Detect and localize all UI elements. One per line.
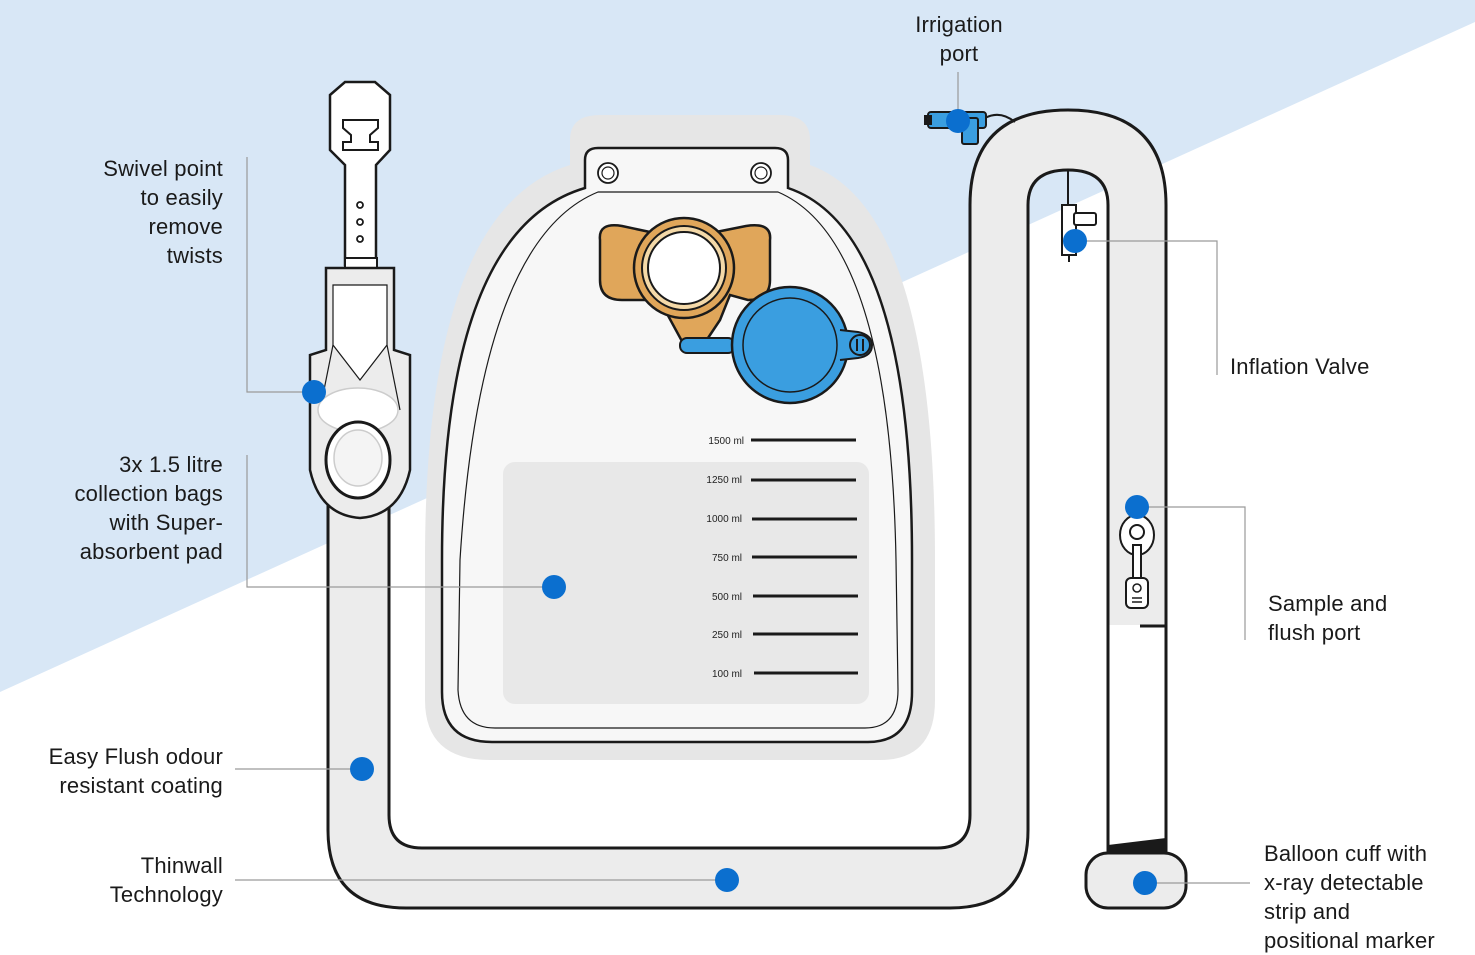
- marker-balloon: [1133, 871, 1157, 895]
- label-line: resistant coating: [59, 773, 223, 798]
- label-line: Thinwall: [140, 853, 223, 878]
- marker-sample: [1125, 495, 1149, 519]
- label-balloon-cuff: Balloon cuff with x-ray detectable strip…: [1264, 839, 1474, 955]
- label-line: port: [939, 41, 979, 66]
- label-collection-bags: 3x 1.5 litre collection bags with Super-…: [20, 450, 223, 566]
- label-easy-flush: Easy Flush odour resistant coating: [8, 742, 223, 800]
- label-thinwall: Thinwall Technology: [40, 851, 223, 909]
- label-inflation-valve: Inflation Valve: [1230, 352, 1450, 381]
- leader-inflation: [1075, 240, 1218, 375]
- leader-bags: [246, 455, 554, 588]
- graduation-label: 1500 ml: [708, 436, 744, 447]
- marker-easy-flush: [350, 757, 374, 781]
- marker-irrigation: [946, 109, 970, 133]
- marker-inflation: [1063, 229, 1087, 253]
- leader-swivel: [246, 157, 314, 393]
- graduation-label: 500 ml: [712, 592, 742, 603]
- label-line: 3x 1.5 litre: [119, 452, 223, 477]
- label-line: Balloon cuff with: [1264, 841, 1428, 866]
- label-line: absorbent pad: [79, 539, 223, 564]
- drainage-tube: [326, 108, 1168, 910]
- graduation-label: 100 ml: [712, 669, 742, 680]
- sample-port: [1119, 514, 1155, 609]
- graduation-label: 250 ml: [712, 630, 742, 641]
- volume-graduations: 1500 ml 1250 ml 1000 ml 750 ml 500 ml 25…: [706, 436, 858, 680]
- label-sample-port: Sample and flush port: [1268, 589, 1458, 647]
- graduation-label: 1000 ml: [706, 514, 742, 525]
- graduation-label: 750 ml: [712, 553, 742, 564]
- label-line: with Super-: [109, 510, 223, 535]
- label-line: flush port: [1268, 620, 1361, 645]
- graduation-label: 1250 ml: [706, 475, 742, 486]
- marker-swivel: [302, 380, 326, 404]
- swivel-connector: [308, 80, 412, 520]
- label-swivel-point: Swivel point to easily remove twists: [40, 154, 223, 270]
- label-irrigation-port: Irrigation port: [880, 10, 1038, 68]
- marker-thinwall: [715, 868, 739, 892]
- label-line: Irrigation: [915, 12, 1003, 37]
- label-line: Technology: [109, 882, 223, 907]
- marker-bags: [542, 575, 566, 599]
- leader-lines: [235, 72, 1250, 884]
- label-line: Inflation Valve: [1230, 354, 1370, 379]
- label-line: Easy Flush odour: [48, 744, 223, 769]
- label-line: to easily: [140, 185, 223, 210]
- label-line: remove: [148, 214, 223, 239]
- absorbent-pad: [503, 462, 869, 704]
- label-line: positional marker: [1264, 928, 1435, 953]
- label-line: twists: [166, 243, 223, 268]
- callout-markers: [302, 109, 1157, 895]
- label-line: collection bags: [74, 481, 223, 506]
- leader-sample: [1137, 506, 1246, 640]
- label-line: Sample and: [1268, 591, 1388, 616]
- label-line: x-ray detectable: [1264, 870, 1424, 895]
- label-line: strip and: [1264, 899, 1351, 924]
- label-line: Swivel point: [103, 156, 223, 181]
